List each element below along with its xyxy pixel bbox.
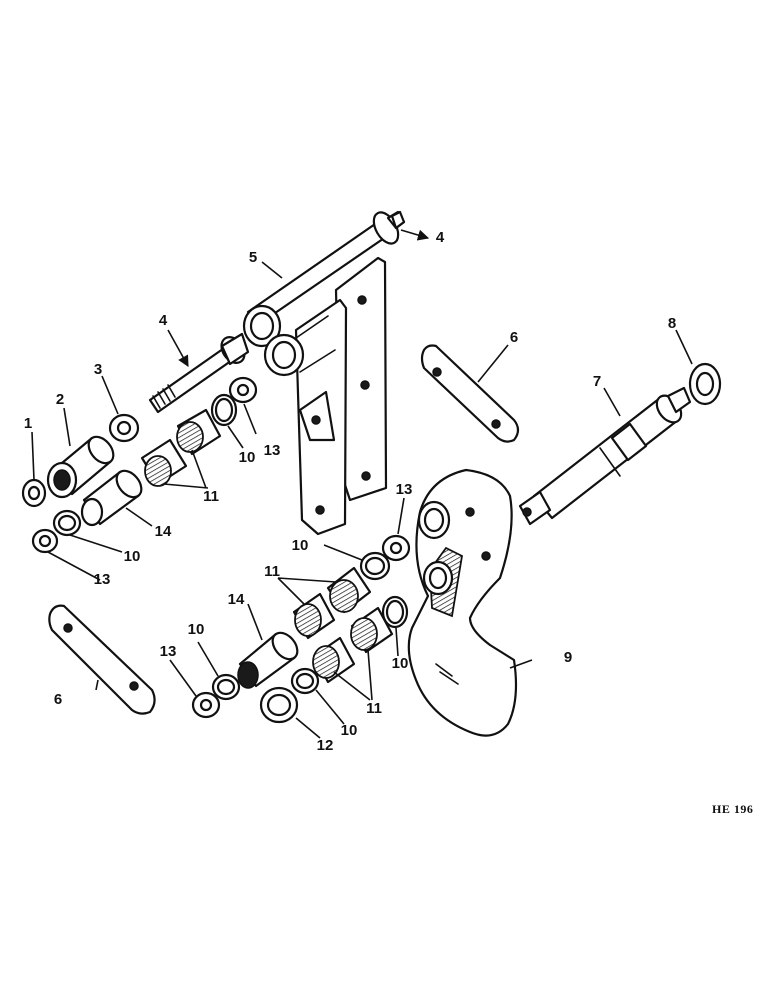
shaft-part: [518, 386, 692, 526]
callout-8: 8: [668, 315, 676, 332]
bushing-11-upper-a: [140, 438, 188, 487]
bracket-part: [407, 468, 518, 737]
callout-13-upper: 13: [264, 442, 281, 459]
callout-11-upper: 11: [203, 488, 219, 505]
callout-4-upper: 4: [436, 229, 445, 246]
washer-12: [259, 686, 299, 724]
callout-6-lower: 6: [54, 691, 62, 708]
washer-8: [688, 362, 722, 406]
callout-10-upper: 10: [239, 449, 256, 466]
bushing-11-center-d: [312, 636, 356, 684]
callout-10-lower: 10: [188, 621, 205, 638]
link-plate-upper: [420, 344, 520, 443]
ring-10-center: [359, 551, 391, 581]
tube-14-upper: [80, 469, 143, 527]
ring-10-left: [52, 509, 82, 537]
callout-12: 12: [317, 737, 334, 754]
callout-3: 3: [94, 361, 102, 378]
callout-10-right: 10: [392, 655, 409, 672]
callout-13-left: 13: [94, 571, 111, 588]
ring-10-lower-b: [290, 667, 320, 695]
washer-1: [21, 478, 47, 508]
ring-10-right: [381, 595, 409, 629]
callout-5: 5: [249, 249, 257, 266]
callout-11-center: 11: [264, 563, 280, 580]
bushing-11-center-b: [292, 592, 336, 640]
pivot-bolt-part: [148, 332, 250, 414]
callout-7: 7: [593, 373, 601, 390]
callout-10-lower-b: 10: [341, 722, 358, 739]
leader-lines: [31, 229, 693, 739]
washer-13-lower: [191, 691, 221, 719]
callout-1: 1: [24, 415, 32, 432]
washer-13-center: [381, 534, 411, 562]
pivot-bolt-upper: [390, 210, 406, 230]
tube-14-lower: [237, 631, 299, 689]
washer-13-left: [31, 528, 59, 554]
washer-13-upper: [228, 376, 258, 404]
callout-13-lower: 13: [160, 643, 177, 660]
bushing-11-center-a: [326, 566, 372, 614]
callout-10-center: 10: [292, 537, 309, 554]
ring-10-upper: [210, 393, 238, 427]
callout-13-center: 13: [396, 481, 413, 498]
bushing-2: [46, 435, 115, 499]
callout-9: 9: [564, 649, 572, 666]
link-plate-lower: [48, 604, 156, 715]
callout-6-upper: 6: [510, 329, 518, 346]
washer-3: [108, 413, 140, 443]
callout-labels: 1 2 3 4 4 5 6 6 7 8 9 10 10 10 10 10 10 …: [24, 229, 676, 754]
callout-10-left: 10: [124, 548, 141, 565]
callout-14-upper: 14: [155, 523, 172, 540]
figure-reference-code: HE 196: [712, 802, 754, 816]
callout-11-lower: 11: [366, 700, 382, 717]
arm-assembly-part: [242, 210, 406, 536]
bushing-11-upper-b: [176, 408, 222, 456]
ring-10-lower: [211, 673, 241, 701]
callout-14-lower: 14: [228, 591, 245, 608]
callout-4-lower: 4: [159, 312, 168, 329]
callout-2: 2: [56, 391, 64, 408]
bushing-11-center-c: [350, 606, 394, 654]
